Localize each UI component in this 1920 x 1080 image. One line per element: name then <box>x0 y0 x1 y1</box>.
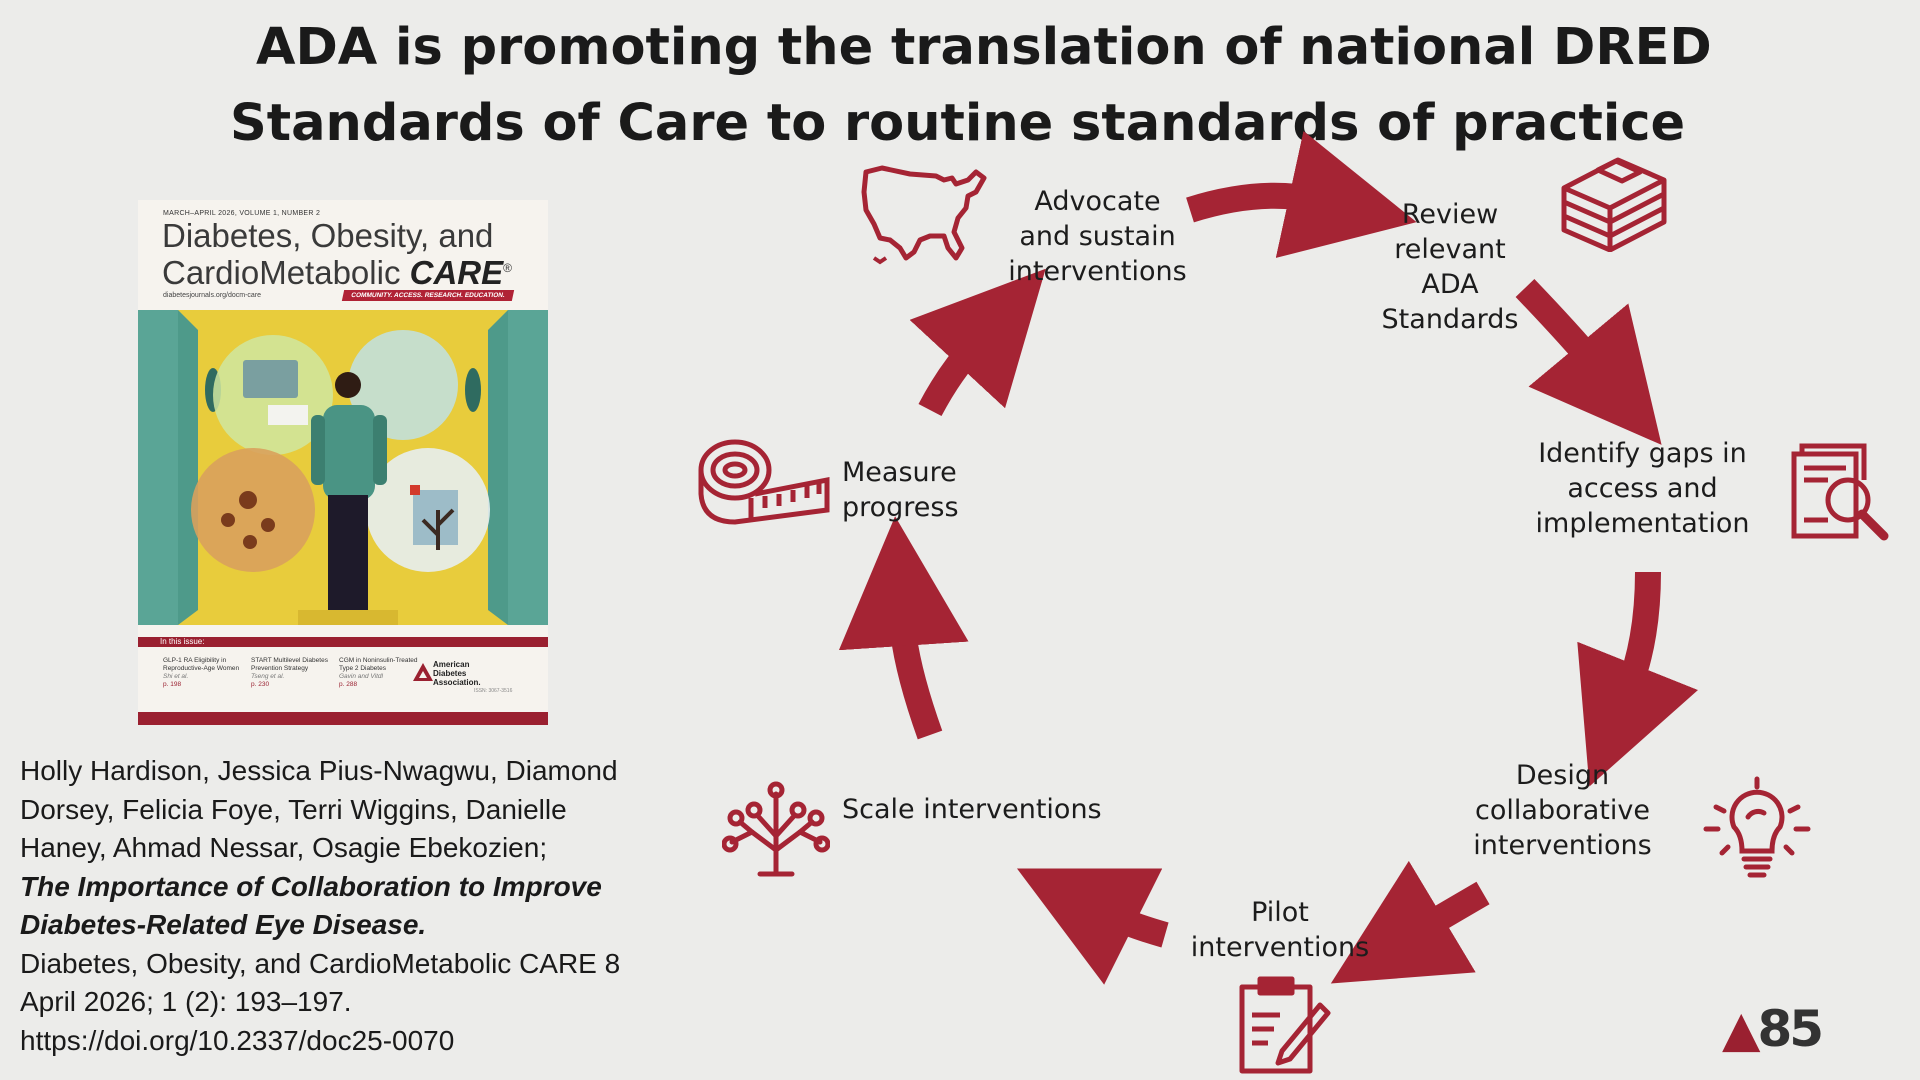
title-line-2: Standards of Care to routine standards o… <box>230 94 1686 153</box>
cover-meta: MARCH–APRIL 2026, VOLUME 1, NUMBER 2 <box>163 210 321 217</box>
in-this-issue-label: In this issue: <box>152 637 238 647</box>
citation-date: April 2026; 1 (2): 193–197. <box>20 986 352 1017</box>
article-authors: Gavin and Vitdl <box>339 673 383 680</box>
step-review-label: Review relevant ADA Standards <box>1381 199 1519 335</box>
cover-url: diabetesjournals.org/docm-care <box>163 292 262 299</box>
issn: ISSN: 3067-3516 <box>474 688 513 694</box>
article-authors: Tseng et al. <box>251 673 285 680</box>
branching-tree-icon <box>722 781 830 877</box>
title-line-1: ADA is promoting the translation of nati… <box>256 18 1712 77</box>
slide-title: ADA is promoting the translation of nati… <box>230 10 1712 162</box>
cover-article-2: START Multilevel Diabetes Prevention Str… <box>251 657 331 689</box>
cover-article-1: GLP-1 RA Eligibility in Reproductive-Age… <box>163 657 243 689</box>
arrow-review-to-identify <box>1515 279 1662 445</box>
step-identify-label: Identify gaps in access and implementati… <box>1535 438 1750 539</box>
logo-text: 85 <box>1757 1000 1824 1058</box>
journal-cover: MARCH–APRIL 2026, VOLUME 1, NUMBER 2 Dia… <box>138 200 548 725</box>
publisher-name: American Diabetes Association. <box>433 660 481 687</box>
citation-title-1: The Importance of Collaboration to Impro… <box>20 870 602 902</box>
ada-triangle-logo-icon: ▲ <box>1722 1000 1760 1058</box>
article-title: GLP-1 RA Eligibility in Reproductive-Age… <box>163 657 240 672</box>
step-advocate-label: Advocate and sustain interventions <box>1008 186 1187 287</box>
arrow-advocate-to-review <box>1186 130 1417 258</box>
citation-authors-3: Haney, Ahmad Nessar, Osagie Ebekozien; <box>20 832 548 863</box>
stacked-books-icon <box>1561 157 1667 252</box>
article-page: p. 288 <box>339 681 358 688</box>
article-title: START Multilevel Diabetes Prevention Str… <box>251 657 328 672</box>
cover-journal-title: Diabetes, Obesity, and CardioMetabolic C… <box>162 217 512 291</box>
step-design-label: Design collaborative interventions <box>1473 760 1652 861</box>
cover-title-line-2: CardioMetabolic <box>162 254 410 291</box>
citation-doi[interactable]: https://doi.org/10.2337/doc25-0070 <box>20 1024 455 1056</box>
cover-bottom-bar <box>138 712 548 725</box>
registered-mark: ® <box>503 261 512 275</box>
ada-85-logo: ▲85 <box>1722 1000 1824 1058</box>
ada-triangle-icon <box>413 663 433 681</box>
step-scale-label: Scale interventions <box>842 794 1102 825</box>
article-authors: Shi et al. <box>163 673 189 680</box>
clipboard-pencil-icon <box>1239 976 1331 1074</box>
step-measure-label: Measure progress <box>842 457 959 523</box>
arrow-scale-to-measure <box>838 516 969 740</box>
citation-title-2: Diabetes-Related Eye Disease. <box>20 909 427 940</box>
us-map-icon <box>861 165 987 265</box>
cover-article-3: CGM in Noninsulin-Treated Type 2 Diabete… <box>339 657 419 689</box>
citation-authors-1: Holly Hardison, Jessica Pius-Nwagwu, Dia… <box>20 755 618 786</box>
citation-journal: Diabetes, Obesity, and CardioMetabolic C… <box>20 947 621 979</box>
citation-authors-2: Dorsey, Felicia Foye, Terri Wiggins, Dan… <box>20 793 567 825</box>
document-magnifier-icon <box>1791 443 1889 541</box>
measuring-tape-icon <box>698 439 830 525</box>
citation: Holly Hardison, Jessica Pius-Nwagwu, Dia… <box>20 752 700 1060</box>
arrow-design-to-pilot <box>1330 860 1490 984</box>
arrow-measure-to-advocate <box>909 268 1046 417</box>
article-page: p. 198 <box>163 681 182 688</box>
lightbulb-icon <box>1703 776 1811 878</box>
cover-title-line-1: Diabetes, Obesity, and <box>162 217 494 254</box>
article-page: p. 230 <box>251 681 270 688</box>
cover-title-care: CARE <box>409 254 504 291</box>
step-pilot-label: Pilot interventions <box>1190 897 1370 963</box>
article-title: CGM in Noninsulin-Treated Type 2 Diabete… <box>339 657 418 672</box>
cover-illustration <box>138 310 548 625</box>
issue-bar <box>138 637 548 647</box>
arrow-pilot-to-scale <box>1016 868 1169 985</box>
arrow-identify-to-design <box>1577 571 1699 787</box>
